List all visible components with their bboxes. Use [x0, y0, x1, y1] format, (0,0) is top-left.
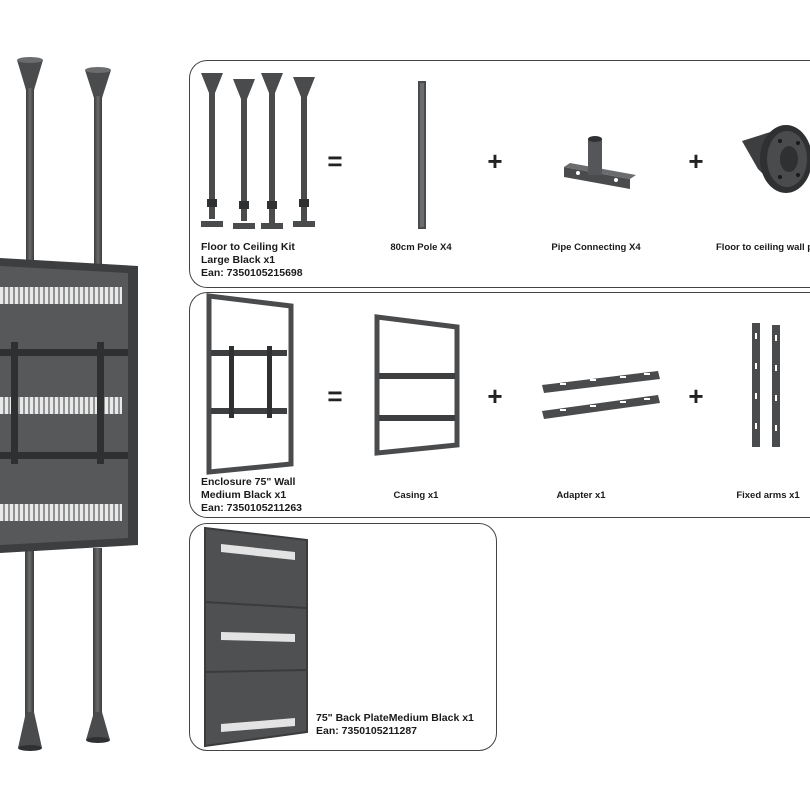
floor-to-ceiling-kit-image: [201, 73, 315, 229]
adapter-image: [542, 371, 660, 419]
pipe-connecting-image: [564, 136, 636, 189]
back-plate-panel: 75" Back PlateMedium Black x1 Ean: 73501…: [189, 523, 497, 751]
enclosure-wall-image: [206, 293, 294, 475]
kit1-label-line1: Floor to Ceiling Kit: [201, 241, 295, 253]
plus-sign-3: +: [487, 381, 503, 411]
kit2-label-line1: Enclosure 75" Wall: [201, 476, 296, 488]
casing-image: [374, 314, 460, 456]
assembled-floor-to-ceiling-mount-image: [0, 57, 138, 751]
part-wall-plate-label: Floor to ceiling wall pla: [716, 242, 810, 253]
part-fixed-arms-label: Fixed arms x1: [736, 490, 800, 501]
back-plate-image: [204, 526, 308, 748]
kit2-ean: Ean: 7350105211263: [201, 502, 303, 514]
equals-sign: =: [327, 146, 343, 176]
part-pipe-connecting-label: Pipe Connecting X4: [551, 242, 641, 253]
part-adapter-label: Adapter x1: [556, 490, 606, 501]
floor-to-ceiling-wall-plate-image: [742, 125, 810, 193]
floor-to-ceiling-kit-panel: Floor to Ceiling Kit Large Black x1 Ean:…: [189, 60, 810, 288]
part-pole-label: 80cm Pole X4: [390, 242, 452, 253]
kit3-ean: Ean: 7350105211287: [316, 725, 418, 737]
kit1-ean: Ean: 7350105215698: [201, 267, 303, 279]
plus-sign-1: +: [487, 146, 503, 176]
plus-sign-4: +: [688, 381, 704, 411]
part-casing-label: Casing x1: [393, 490, 439, 501]
kit3-label-line1: 75" Back PlateMedium Black x1: [316, 712, 474, 724]
pole-80cm-image: [418, 81, 426, 229]
fixed-arms-image: [752, 323, 780, 447]
plus-sign-2: +: [688, 146, 704, 176]
kit2-label-line2: Medium Black x1: [201, 489, 287, 501]
kit1-label-line2: Large Black x1: [201, 254, 276, 266]
equals-sign-2: =: [327, 381, 343, 411]
enclosure-kit-panel: Enclosure 75" Wall Medium Black x1 Ean: …: [189, 292, 810, 518]
